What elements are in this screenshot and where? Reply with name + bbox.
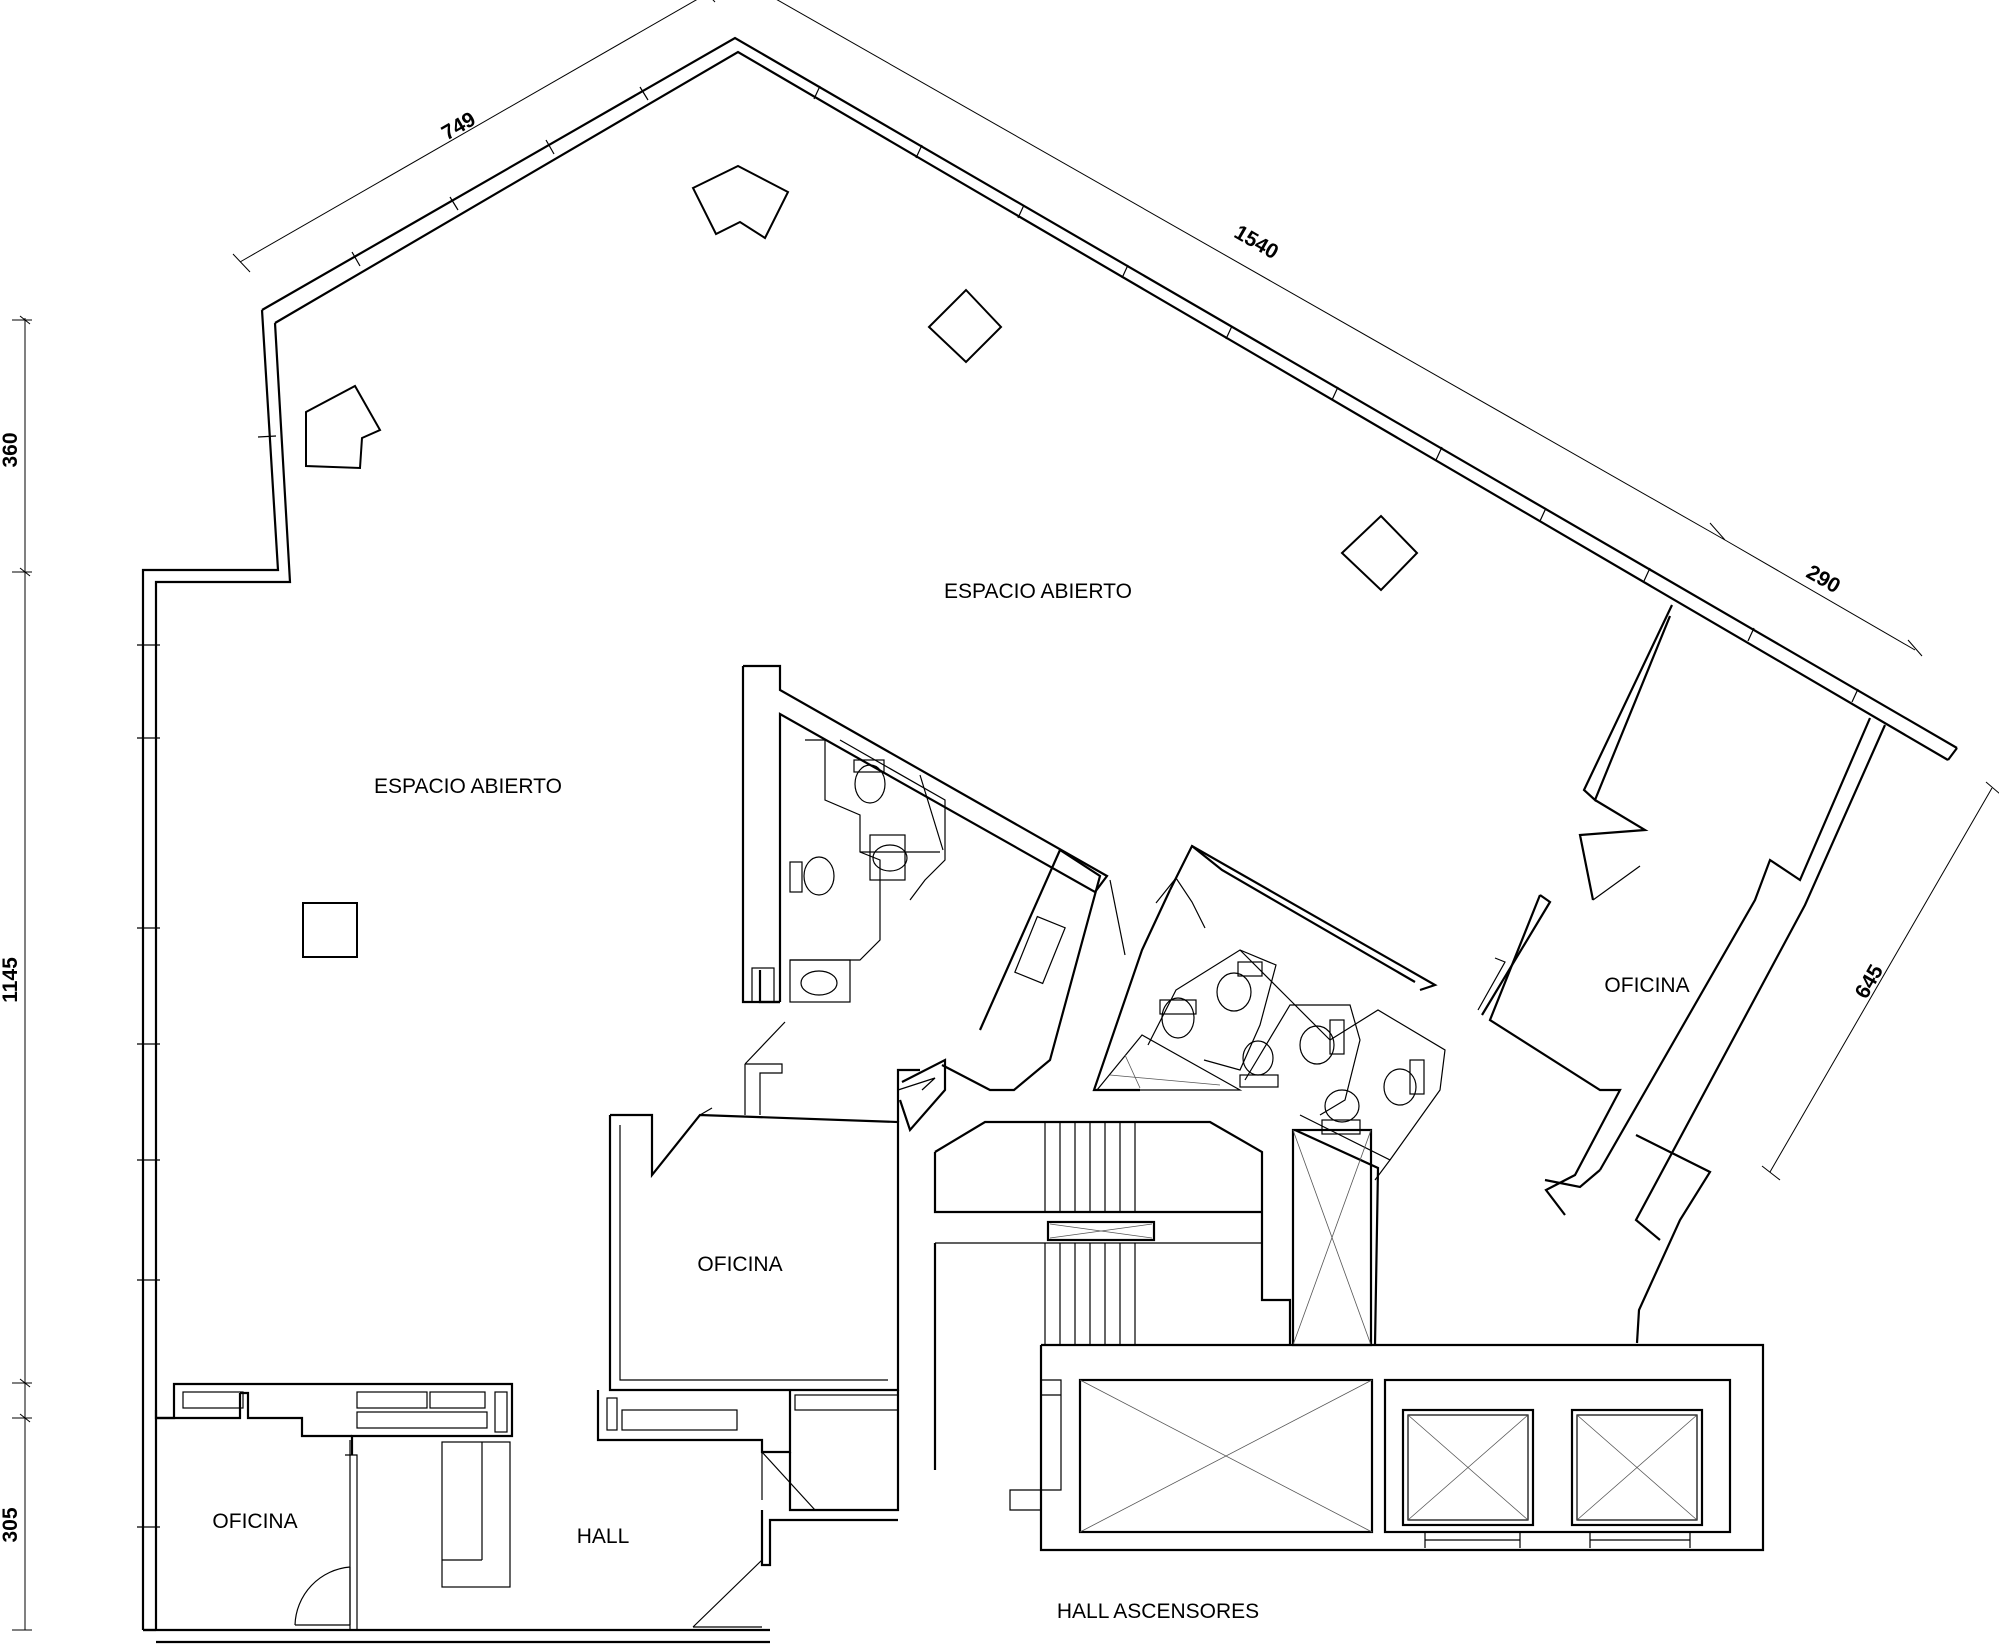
dimension-360: 360 xyxy=(0,432,22,467)
restroom-block-north xyxy=(741,664,1109,1004)
dimension-lines xyxy=(12,0,1999,1631)
elevator-car xyxy=(1570,1408,1704,1527)
room-label-office-southwest: OFICINA xyxy=(212,1510,297,1533)
dimension-1540: 1540 xyxy=(1230,221,1282,264)
toilet-fixture xyxy=(869,834,908,881)
room-label-office-east: OFICINA xyxy=(1604,974,1689,997)
room-label-office-center: OFICINA xyxy=(697,1253,782,1276)
toilet-fixture xyxy=(853,759,886,804)
elevator-doors xyxy=(1424,1532,1691,1548)
toilet-fixture xyxy=(789,856,835,896)
toilet-fixture xyxy=(1216,961,1263,1012)
exterior-facade xyxy=(137,36,1958,1644)
structural-columns xyxy=(302,164,1419,958)
room-label-open-space-east: ESPACIO ABIERTO xyxy=(944,580,1132,603)
toilet-fixture xyxy=(1383,1059,1425,1106)
dimension-290: 290 xyxy=(1802,561,1844,598)
dimension-645: 645 xyxy=(1851,961,1889,1003)
room-label-hall: HALL xyxy=(577,1525,630,1548)
stair-treads xyxy=(1044,1122,1136,1345)
service-shafts xyxy=(898,849,1126,1133)
elevator-car xyxy=(1401,1408,1535,1527)
restroom-block-east xyxy=(1092,844,1446,1346)
office-center-walls xyxy=(596,1021,936,1628)
office-southwest-walls xyxy=(154,1382,514,1630)
toilet-fixture xyxy=(1321,1089,1361,1135)
dimension-1145: 1145 xyxy=(0,957,22,1003)
toilet-fixture xyxy=(789,959,851,1003)
dimension-305: 305 xyxy=(0,1507,22,1542)
toilet-fixture xyxy=(1159,997,1197,1039)
dimension-749: 749 xyxy=(438,108,480,145)
toilet-fixture xyxy=(1239,1040,1279,1088)
room-label-open-space-west: ESPACIO ABIERTO xyxy=(374,775,562,798)
room-label-elevator-hall: HALL ASCENSORES xyxy=(1057,1600,1259,1623)
office-east-walls xyxy=(1477,604,1887,1344)
central-core xyxy=(933,1120,1765,1552)
toilet-fixture xyxy=(1299,1019,1345,1065)
